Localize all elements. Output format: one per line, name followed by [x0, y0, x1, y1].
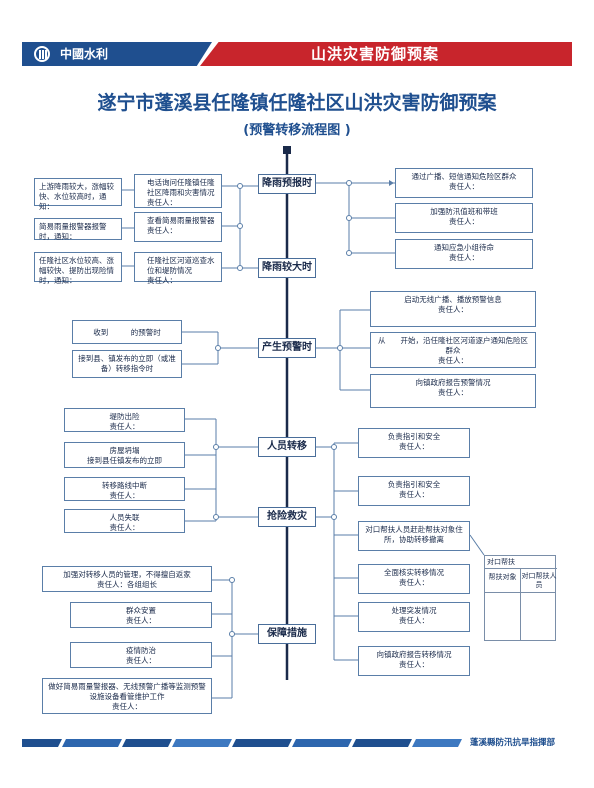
- support-epidemic: 疫情防治 责任人：: [70, 642, 212, 668]
- action-broadcast-sms: 通过广播、短信通知危险区群众 责任人：: [395, 168, 533, 198]
- report-transfer: 向镇政府报告转移情况 责任人：: [358, 646, 470, 676]
- warning-door-to-door: 从 开始，沿任隆社区河道逐户通知危险区群众 责任人：: [370, 332, 536, 368]
- stage-support: 保障措施: [258, 624, 316, 644]
- verify-transfer: 全面核实转移情况 责任人：: [358, 564, 470, 594]
- action-check-alarm: 查看简易雨量报警器 责任人：: [134, 212, 222, 242]
- handle-emergency: 处理突发情况 责任人：: [358, 602, 470, 632]
- stage-heavy-rain: 降雨较大时: [258, 258, 316, 278]
- risk-missing-person: 人员失联 责任人：: [64, 509, 185, 533]
- warning-report-town: 向镇政府报告预警情况 责任人：: [370, 374, 536, 408]
- evac-guide-1: 负责指引和安全 责任人：: [358, 428, 470, 458]
- action-river-patrol: 任隆社区河道巡查水位和堤防情况 责任人：: [134, 252, 222, 285]
- support-manage-evacuees: 加强对转移人员的管理，不得擅自返家 责任人：各组组长: [42, 566, 212, 592]
- support-resettlement: 群众安置 责任人：: [70, 602, 212, 628]
- action-duty-watch: 加强防汛值班和带班 责任人：: [395, 203, 533, 233]
- notice-upstream-rain: 上游降雨较大，涨幅较快、水位较高时，通知：: [34, 178, 122, 211]
- evac-guide-2: 负责指引和安全 责任人：: [358, 476, 470, 506]
- trigger-receive-warning: 收到 的预警时: [72, 320, 182, 344]
- water-logo-icon: [34, 46, 50, 62]
- org-name: 中國水利: [60, 47, 109, 61]
- page-subtitle: (预警转移流程图 ): [243, 123, 351, 138]
- stage-warning: 产生预警时: [258, 338, 316, 358]
- header-red-band: [200, 42, 572, 66]
- page-title: 遂宁市蓬溪县任隆镇任隆社区山洪灾害防御预案: [97, 92, 497, 114]
- risk-route-blocked: 转移路线中断 责任人：: [64, 477, 185, 501]
- risk-house-collapse: 房屋坍塌 接到县任镇发布的立即: [64, 442, 185, 468]
- table-row: [485, 592, 555, 593]
- stage-rain-forecast: 降雨预报时: [258, 174, 316, 194]
- footer-stripes: [22, 739, 462, 747]
- assistance-table: 对口帮扶 帮扶对象 对口帮扶人员: [484, 555, 557, 641]
- stage-rescue: 抢险救灾: [258, 507, 316, 527]
- header-blue-band: [22, 42, 212, 66]
- evac-assist-targets: 对口帮扶人员赶赴帮扶对象住所，协助转移撤离: [358, 521, 470, 551]
- trigger-transfer-order: 接到县、镇发布的立即（或准备）转移指令时: [72, 350, 182, 378]
- banner-title: 山洪灾害防御预案: [310, 45, 439, 63]
- notice-water-level: 任隆社区水位较高、涨幅较快、提防出现险情时，通知：: [34, 252, 122, 285]
- warning-broadcast: 启动无线广播、播放预警信息 责任人：: [370, 291, 536, 327]
- table-col-targets: 帮扶对象: [485, 568, 521, 640]
- risk-levee-failure: 堤防出险 责任人：: [64, 408, 185, 432]
- table-header: 对口帮扶: [485, 556, 557, 569]
- footer-org: 蓬溪縣防汛抗旱指揮部: [470, 738, 556, 748]
- action-phone-inquiry: 电话询问任隆镇任隆社区降雨和灾害情况 责任人：: [134, 174, 222, 208]
- table-col-helpers: 对口帮扶人员: [521, 572, 557, 589]
- support-equipment-maintenance: 做好简易雨量警报器、无线预警广播等监测预警设施设备看管维护工作 责任人：: [42, 678, 212, 714]
- action-notify-team: 通知应急小组待命 责任人：: [395, 239, 533, 269]
- notice-rain-alarm: 简易雨量报警器报警时，通知：: [34, 218, 122, 241]
- stage-evacuation: 人员转移: [258, 437, 316, 457]
